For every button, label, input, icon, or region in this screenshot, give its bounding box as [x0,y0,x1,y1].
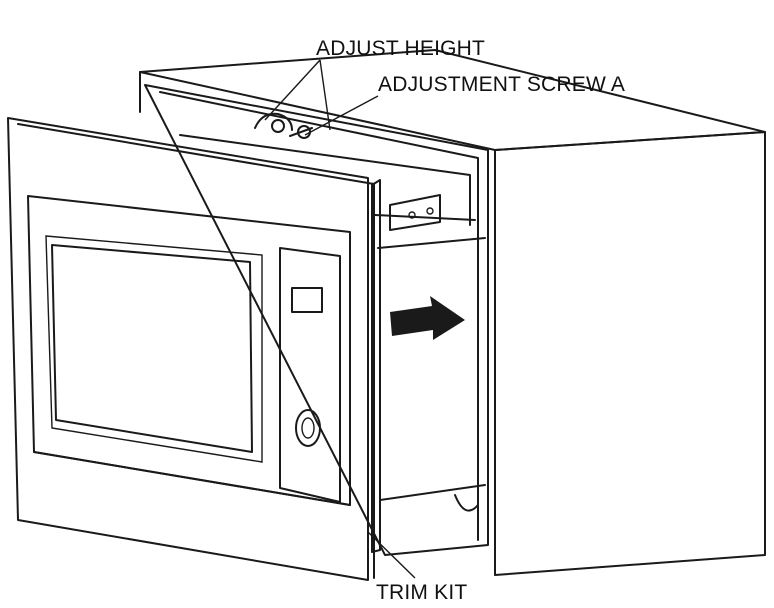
trim-kit-label: TRIM KIT [376,581,468,604]
adjustment-screw-a-label: ADJUSTMENT SCREW A [378,73,626,96]
arrow-right-icon [390,296,465,340]
cabinet [139,49,766,576]
microwave-body [371,179,381,553]
adjust-height-label: ADJUST HEIGHT [316,37,486,60]
leader-lines [264,59,416,579]
trim-frame [7,117,375,581]
